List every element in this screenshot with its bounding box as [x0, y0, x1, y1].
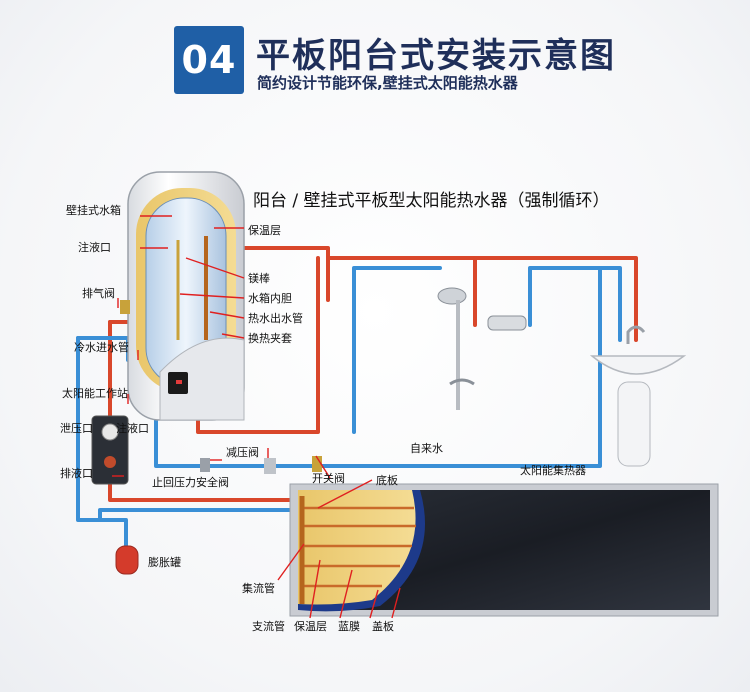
solar-work-station	[91, 415, 129, 485]
page-subtitle: 简约设计节能环保,壁挂式太阳能热水器	[257, 74, 518, 92]
label-branch-pipe: 支流管	[252, 619, 285, 633]
valves	[120, 300, 322, 474]
shower-set	[437, 287, 527, 410]
label-insulation: 保温层	[248, 223, 281, 237]
diagram-labels: 壁挂式水箱 注液口 排气阀 冷水进水管 太阳能工作站 泄压口 注液口 排液口 止…	[60, 203, 586, 633]
label-work-station: 太阳能工作站	[62, 386, 128, 400]
shower-mixer	[487, 315, 527, 331]
label-hot-outlet: 热水出水管	[248, 311, 303, 325]
label-collector: 太阳能集热器	[520, 463, 586, 477]
label-exhaust-valve: 排气阀	[82, 286, 115, 300]
expansion-tank	[115, 545, 139, 575]
hot-pipe-to-basin	[473, 256, 638, 342]
wash-basin	[589, 325, 687, 467]
label-heat-jacket: 换热夹套	[248, 331, 292, 345]
shower-holder	[449, 378, 475, 386]
label-inner-tank: 水箱内胆	[248, 291, 292, 305]
label-panel-insulation: 保温层	[294, 619, 327, 633]
label-check-valve: 止回压力安全阀	[152, 475, 229, 489]
station-gauge	[101, 423, 119, 441]
label-bottom-plate: 底板	[376, 473, 398, 487]
label-expansion-tank: 膨胀罐	[148, 555, 181, 569]
check-valve-shape	[200, 458, 210, 472]
label-drain-port: 排液口	[60, 466, 93, 480]
station-body	[91, 415, 129, 485]
expansion-tank-body	[115, 545, 139, 575]
solar-collector	[289, 483, 719, 617]
label-wall-tank: 壁挂式水箱	[66, 203, 121, 217]
cold-pipe-collector-in	[98, 508, 292, 522]
label-header-pipe: 集流管	[242, 581, 275, 595]
annotation-leaders	[112, 215, 401, 619]
label-pressure-valve: 减压阀	[226, 445, 259, 459]
basin-faucet	[626, 325, 646, 344]
station-pump	[104, 456, 116, 468]
section-number-badge: 04	[174, 26, 244, 94]
collector-branch-pipes	[304, 506, 416, 588]
exhaust-valve-shape	[120, 300, 130, 314]
cold-pipe-main	[154, 266, 602, 468]
label-cover-plate: 盖板	[372, 619, 394, 633]
switch-valve-shape	[312, 456, 322, 472]
label-tap-water: 自来水	[410, 442, 443, 455]
tank-cutaway	[159, 337, 245, 421]
basin-bowl	[589, 355, 687, 375]
label-cold-inlet: 冷水进水管	[74, 340, 129, 354]
label-switch-valve: 开关阀	[312, 471, 345, 485]
cold-pipe-basin	[598, 266, 622, 342]
label-relief-port: 泄压口	[60, 422, 93, 435]
shower-head	[437, 287, 467, 305]
diagram-heading: 阳台 / 壁挂式平板型太阳能热水器（强制循环）	[253, 191, 610, 211]
label-fill-port: 注液口	[78, 240, 111, 254]
badge-number: 04	[181, 38, 237, 82]
pressure-valve-shape	[264, 458, 276, 474]
label-fill-port-2: 注液口	[116, 421, 149, 435]
basin-pedestal	[617, 381, 651, 467]
page-title: 平板阳台式安装示意图	[256, 36, 616, 76]
wall-water-tank	[127, 171, 245, 421]
cold-pipe-shower	[352, 266, 442, 434]
label-magnesium-rod: 镁棒	[248, 271, 270, 285]
label-blue-film: 蓝膜	[338, 620, 360, 633]
tank-display-led	[176, 380, 182, 384]
